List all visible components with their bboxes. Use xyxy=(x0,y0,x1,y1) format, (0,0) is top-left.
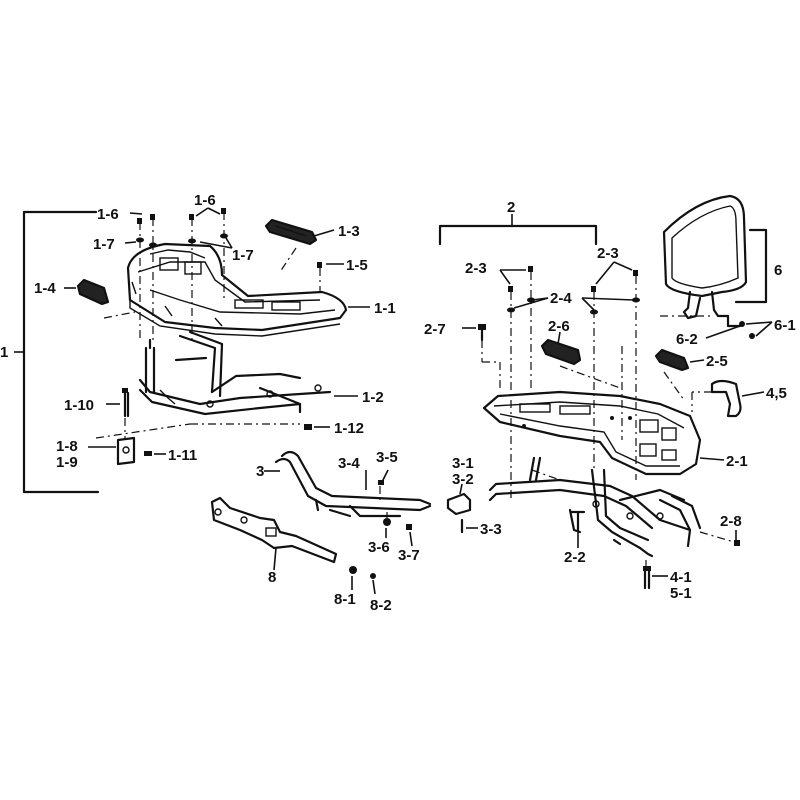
bolts-6-1 xyxy=(739,321,755,339)
grip-3-1 xyxy=(446,492,472,516)
leader-lines xyxy=(64,207,773,595)
group-6-bracket xyxy=(734,228,768,304)
group-2-bracket xyxy=(438,214,598,246)
label-1-7-right: 1-7 xyxy=(232,247,254,264)
label-2-3-left: 2-3 xyxy=(465,260,487,277)
label-2-6: 2-6 xyxy=(548,318,570,335)
guide-lines-right xyxy=(481,272,735,566)
pad-2-6 xyxy=(540,338,582,366)
label-6: 6 xyxy=(774,262,782,279)
label-2-1: 2-1 xyxy=(726,453,748,470)
screw-1-12 xyxy=(304,424,312,430)
label-1-8: 1-8 xyxy=(56,438,78,455)
label-2-8: 2-8 xyxy=(720,513,742,530)
label-1-2: 1-2 xyxy=(362,389,384,406)
pad-1-3 xyxy=(264,218,318,246)
label-3-5: 3-5 xyxy=(376,449,398,466)
bolt-3-5 xyxy=(378,480,384,485)
bolts-2-3 xyxy=(508,266,638,292)
pad-1-4 xyxy=(76,278,110,306)
label-1-7-left: 1-7 xyxy=(93,236,115,253)
label-5-1: 5-1 xyxy=(670,585,692,602)
rear-rack-2-1 xyxy=(482,390,702,476)
group-1-bracket xyxy=(14,210,100,494)
label-2-2: 2-2 xyxy=(564,549,586,566)
label-2-5: 2-5 xyxy=(706,353,728,370)
label-1: 1 xyxy=(0,344,8,361)
label-2: 2 xyxy=(507,199,515,216)
bracket-1-8 xyxy=(116,436,136,466)
label-3: 3 xyxy=(256,463,264,480)
bolt-1-10 xyxy=(122,388,130,418)
nut-3-6 xyxy=(383,518,391,526)
bolt-4-1 xyxy=(643,566,651,590)
label-8: 8 xyxy=(268,569,276,586)
bolts-1-6 xyxy=(137,208,322,268)
pipe-4-5 xyxy=(710,379,742,418)
label-3-1: 3-1 xyxy=(452,455,474,472)
screw-1-11 xyxy=(144,451,152,456)
bolt-2-7 xyxy=(478,324,486,342)
nut-8-1 xyxy=(349,566,357,574)
label-3-7: 3-7 xyxy=(398,547,420,564)
label-2-7: 2-7 xyxy=(424,321,446,338)
bolt-8-2 xyxy=(370,573,376,579)
callout-labels: 1 1-1 1-2 1-3 1-4 1-5 1-6 1-6 1-7 1-7 1-… xyxy=(0,192,796,614)
label-1-11: 1-11 xyxy=(168,447,197,464)
pad-2-5 xyxy=(654,348,690,372)
rear-frame xyxy=(488,456,702,558)
label-2-3-right: 2-3 xyxy=(597,245,619,262)
label-2-4: 2-4 xyxy=(550,290,572,307)
label-3-6: 3-6 xyxy=(368,539,390,556)
label-1-9: 1-9 xyxy=(56,454,78,471)
label-4-1: 4-1 xyxy=(670,569,692,586)
bolt-2-8 xyxy=(734,540,740,546)
label-3-4: 3-4 xyxy=(338,455,360,472)
label-1-10: 1-10 xyxy=(64,397,94,414)
label-4-5: 4,5 xyxy=(766,385,787,402)
label-3-2: 3-2 xyxy=(452,471,474,488)
front-rack-1-1 xyxy=(126,242,348,337)
washer-3-7 xyxy=(406,524,412,530)
label-1-3: 1-3 xyxy=(338,223,360,240)
front-frame-1-2 xyxy=(138,330,332,416)
label-1-1: 1-1 xyxy=(374,300,396,317)
label-8-2: 8-2 xyxy=(370,597,392,614)
label-1-12: 1-12 xyxy=(334,420,364,437)
label-1-6-left: 1-6 xyxy=(97,206,119,223)
label-1-6-top: 1-6 xyxy=(194,192,216,209)
label-1-4: 1-4 xyxy=(34,280,56,297)
label-3-3: 3-3 xyxy=(480,521,502,538)
bar-8 xyxy=(210,496,338,564)
label-6-1: 6-1 xyxy=(774,317,796,334)
label-6-2: 6-2 xyxy=(676,331,698,348)
bolt-2-2 xyxy=(570,510,586,532)
label-1-5: 1-5 xyxy=(346,257,368,274)
label-8-1: 8-1 xyxy=(334,591,356,608)
backrest-6 xyxy=(662,194,748,328)
guide-lines-left xyxy=(95,212,321,440)
